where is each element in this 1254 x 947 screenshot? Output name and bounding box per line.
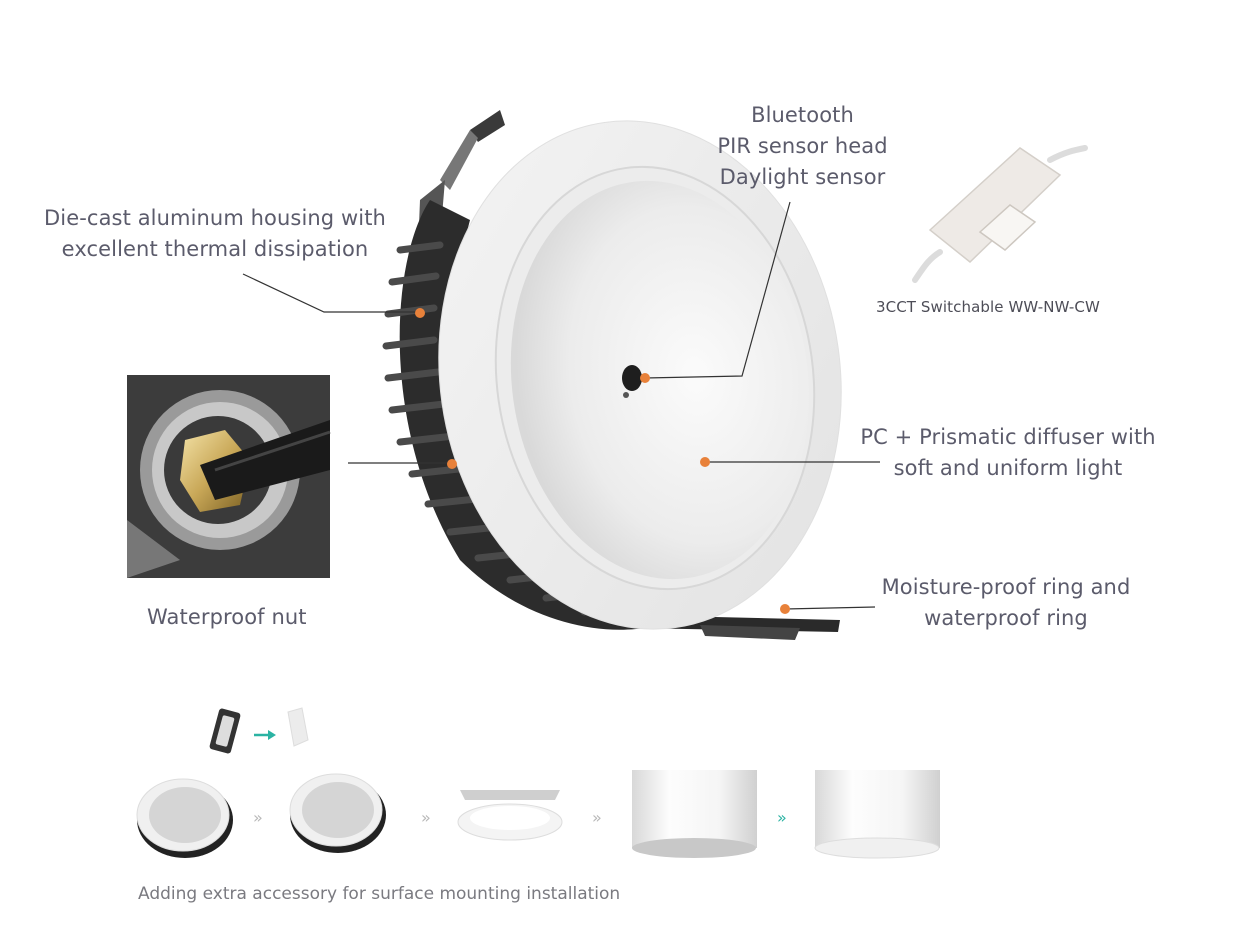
diffuser-callout: PC + Prismatic diffuser with soft and un… — [858, 422, 1158, 484]
step-arrow-3: » — [592, 808, 602, 827]
housing-line-1: Die-cast aluminum housing with — [44, 206, 386, 230]
step-cylinder-1 — [632, 770, 757, 858]
diffuser-line-1: PC + Prismatic diffuser with — [860, 425, 1156, 449]
sensor-line-1: Bluetooth — [751, 103, 854, 127]
sensor-head-icon — [622, 365, 642, 398]
switch-label: 3CCT Switchable WW-NW-CW — [876, 298, 1100, 316]
sensor-callout: Bluetooth PIR sensor head Daylight senso… — [700, 100, 905, 193]
step-ring — [457, 790, 563, 841]
waterproof-nut-label: Waterproof nut — [147, 605, 307, 629]
step-arrow-1: » — [253, 808, 263, 827]
moisture-line-2: waterproof ring — [924, 606, 1088, 630]
sensor-line-3: Daylight sensor — [719, 165, 886, 189]
step-arrow-2: » — [421, 808, 431, 827]
diffuser-line-2: soft and uniform light — [893, 456, 1123, 480]
cct-switch-image — [912, 145, 1088, 283]
step-cylinder-2 — [814, 770, 940, 859]
waterproof-nut-photo — [127, 375, 331, 578]
moisture-line-1: Moisture-proof ring and — [881, 575, 1131, 599]
housing-line-2: excellent thermal dissipation — [61, 237, 369, 261]
step-downlight-2 — [289, 773, 386, 853]
moisture-callout: Moisture-proof ring and waterproof ring — [872, 572, 1140, 634]
housing-callout: Die-cast aluminum housing with excellent… — [40, 203, 390, 265]
step-arrow-4: » — [777, 808, 787, 827]
bottom-caption: Adding extra accessory for surface mount… — [138, 884, 621, 904]
sensor-line-2: PIR sensor head — [717, 134, 888, 158]
leader-lines — [242, 201, 880, 610]
step-adapter-parts — [209, 707, 309, 754]
callout-dots — [415, 308, 790, 614]
diffuser-panel — [510, 180, 810, 580]
step-downlight-1 — [136, 778, 233, 858]
